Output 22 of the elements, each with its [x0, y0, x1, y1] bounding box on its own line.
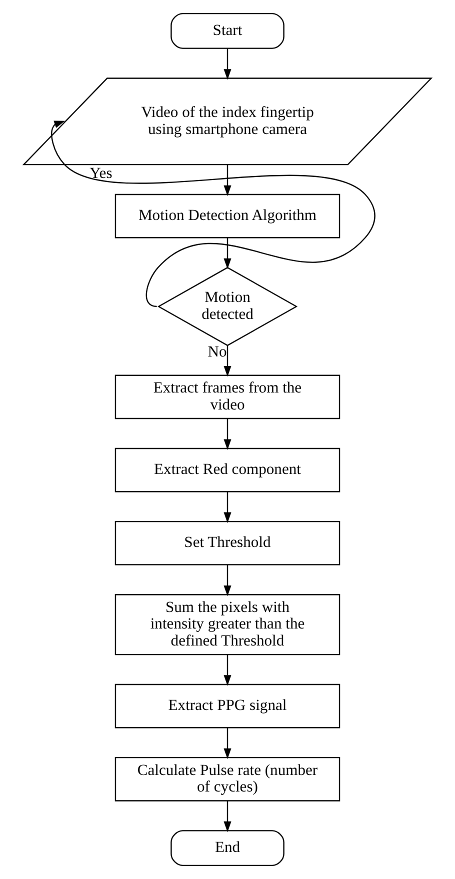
arrow [224, 418, 232, 450]
arrow [224, 238, 232, 270]
node-box: Start [170, 12, 284, 49]
arrow [224, 48, 232, 80]
node-box: Sum the pixels with intensity greater than the defined Threshold [114, 594, 340, 656]
arrow [224, 164, 232, 196]
node-box: Set Threshold [114, 520, 340, 566]
node-box: End [170, 830, 284, 866]
arrow [224, 654, 232, 686]
node-box: Extract frames from the video [114, 374, 340, 420]
node-box: Extract Red component [114, 448, 340, 492]
arrow [224, 565, 232, 596]
arrow [224, 801, 232, 832]
node-box: Calculate Pulse rate (number of cycles) [114, 756, 340, 802]
node-diamond: Motion detected [157, 266, 298, 346]
node-box: Motion Detection Algorithm [114, 194, 340, 238]
arrow [51, 120, 376, 308]
edge-label: Yes [90, 164, 112, 182]
arrow [224, 728, 232, 760]
arrow [224, 492, 232, 524]
node-box: Extract PPG signal [114, 684, 340, 728]
arrow [224, 346, 232, 377]
